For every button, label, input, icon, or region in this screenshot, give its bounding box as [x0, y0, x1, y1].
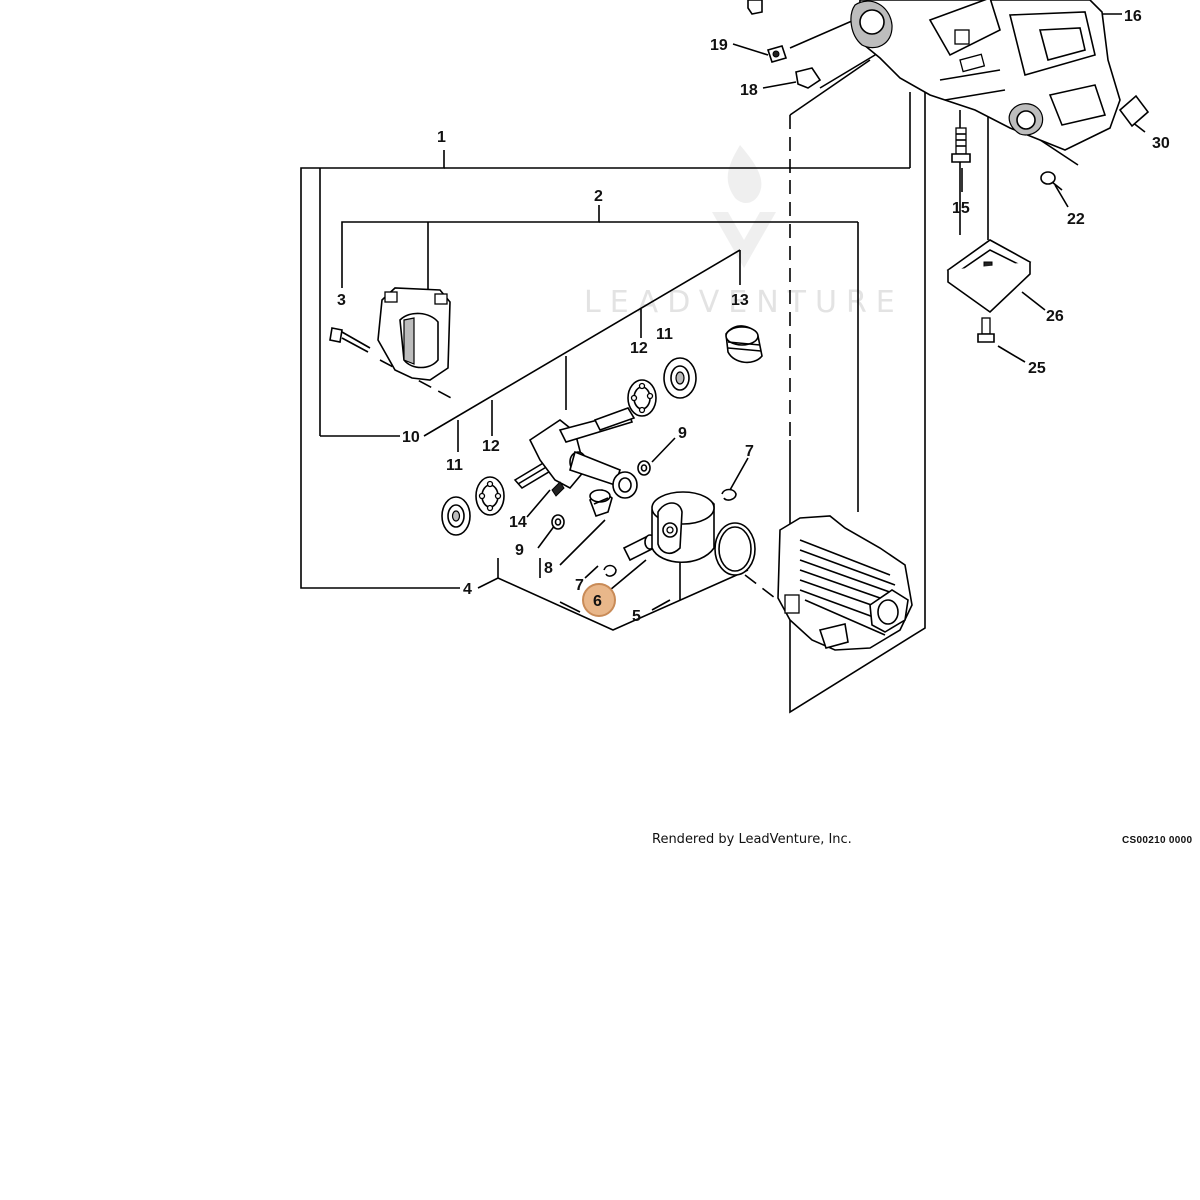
callout-9-upper[interactable]: 9	[678, 425, 687, 442]
cylinder-part[interactable]	[777, 515, 913, 651]
callout-4[interactable]: 4	[463, 581, 472, 598]
oil-seal-part-11-left[interactable]	[441, 496, 471, 536]
callout-7-lower[interactable]: 7	[575, 577, 584, 594]
screw-part-22[interactable]	[1040, 171, 1063, 191]
piston-pin-part-6[interactable]	[622, 534, 656, 562]
callout-11-right[interactable]: 11	[656, 326, 673, 343]
highlight-marker	[582, 583, 616, 617]
diagram-code: CS00210 0000	[1122, 835, 1193, 846]
plug-part-19[interactable]	[766, 45, 788, 63]
callout-5[interactable]: 5	[632, 608, 641, 625]
callout-22[interactable]: 22	[1067, 211, 1085, 228]
callout-30[interactable]: 30	[1152, 135, 1170, 152]
top-clip-part[interactable]	[747, 0, 763, 15]
callout-2[interactable]: 2	[594, 188, 603, 205]
crankcase-part-3[interactable]	[329, 287, 451, 381]
callout-26[interactable]: 26	[1046, 308, 1064, 325]
needle-bearing-part-8[interactable]	[589, 488, 613, 518]
callout-11-left[interactable]: 11	[446, 457, 463, 474]
circlip-part-7-lower[interactable]	[603, 564, 617, 577]
callout-8[interactable]: 8	[544, 560, 553, 577]
callout-leader-lines	[526, 13, 1146, 611]
render-credit: Rendered by LeadVenture, Inc.	[652, 832, 852, 847]
callout-7-upper[interactable]: 7	[745, 443, 754, 460]
clip-part-18[interactable]	[795, 67, 822, 89]
oil-seal-part-11-right[interactable]	[663, 357, 697, 399]
engine-housing-part[interactable]	[850, 0, 1121, 151]
callout-13[interactable]: 13	[731, 292, 749, 309]
screw-part-25[interactable]	[977, 317, 995, 343]
callout-1[interactable]: 1	[437, 129, 446, 146]
bolt-part-15[interactable]	[951, 127, 971, 163]
circlip-part-7-upper[interactable]	[721, 488, 737, 501]
washer-part-9-upper[interactable]	[637, 460, 651, 476]
bearing-part-12-right[interactable]	[627, 379, 657, 417]
woodruff-key-part-14[interactable]	[551, 481, 565, 497]
callout-3[interactable]: 3	[337, 292, 346, 309]
crankshaft-part-10[interactable]	[513, 407, 638, 499]
callout-25[interactable]: 25	[1028, 360, 1046, 377]
callout-19[interactable]: 19	[710, 37, 728, 54]
callout-12-left[interactable]: 12	[482, 438, 500, 455]
callout-10[interactable]: 10	[402, 429, 420, 446]
callout-18[interactable]: 18	[740, 82, 758, 99]
callout-16[interactable]: 16	[1124, 8, 1142, 25]
needle-bearing-part-13[interactable]	[725, 325, 763, 364]
piston-part-5[interactable]	[651, 491, 715, 564]
bearing-part-12-left[interactable]	[475, 476, 505, 516]
callout-9-lower[interactable]: 9	[515, 542, 524, 559]
callout-15[interactable]: 15	[952, 200, 970, 217]
callout-12-right[interactable]: 12	[630, 340, 648, 357]
gasket-part-30[interactable]	[1118, 94, 1150, 128]
pad-part-26[interactable]	[946, 239, 1032, 314]
washer-part-9-lower[interactable]	[551, 514, 565, 530]
watermark-text: LEADVENTURE	[584, 285, 904, 320]
callout-6[interactable]: 6	[593, 593, 602, 610]
callout-14[interactable]: 14	[509, 514, 527, 531]
piston-ring-part[interactable]	[714, 522, 756, 576]
callout-labels: 1 2 3 4 5 6 7 7 8 9 9 10 11 11 12 12 13 …	[337, 8, 1170, 625]
watermark-logo	[712, 145, 776, 268]
